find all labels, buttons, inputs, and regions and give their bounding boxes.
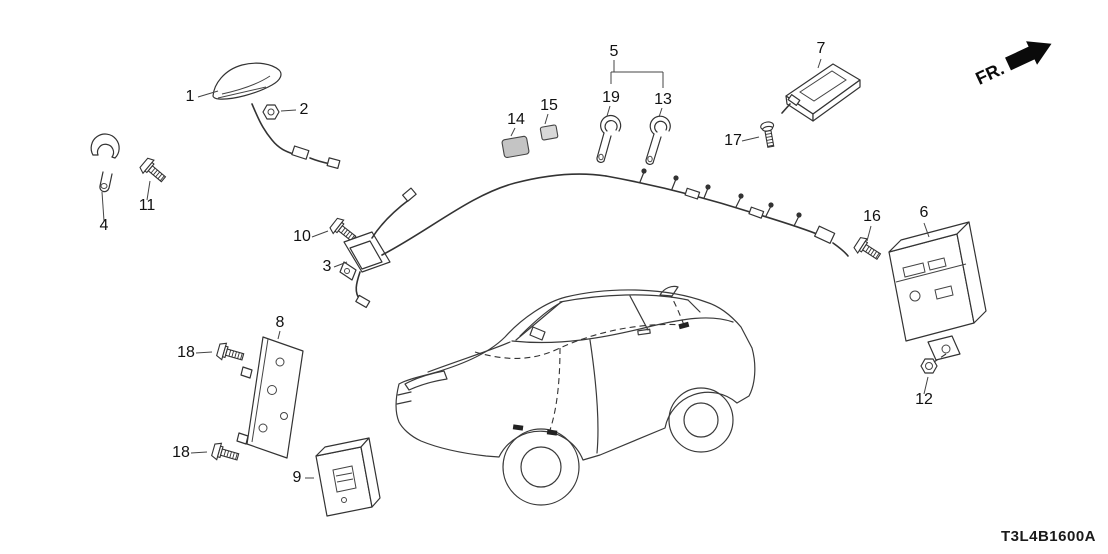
cushion-pad-15 (539, 124, 559, 141)
callout-5: 5 (610, 43, 619, 60)
screw-18-upper (215, 341, 246, 366)
callout-8: 8 (276, 314, 285, 331)
grounding-clips (512, 321, 690, 436)
headlight (404, 370, 448, 391)
door-handle (637, 328, 651, 336)
module-top-connector (401, 187, 417, 202)
callout-11: 11 (139, 197, 156, 214)
clamp-13 (645, 115, 671, 165)
callout-18b: 18 (172, 444, 190, 461)
antenna-amplifier (339, 187, 417, 309)
callout-9: 9 (293, 469, 302, 486)
bolt-11 (137, 155, 170, 187)
antenna-nut (262, 104, 280, 120)
callout-12: 12 (915, 391, 933, 408)
car-outline (395, 285, 756, 506)
harness-clips (639, 168, 802, 227)
antenna-plug (326, 157, 341, 170)
callout-6: 6 (920, 204, 929, 221)
mounting-bracket (236, 336, 304, 459)
screw-16 (852, 234, 884, 265)
front-wheel (502, 428, 580, 506)
gps-antenna (781, 63, 861, 122)
harness-end-connector (814, 225, 836, 244)
fr-direction: FR. (972, 41, 1052, 89)
control-unit (315, 437, 381, 517)
callout-15: 15 (540, 97, 558, 114)
cable-route-dashed (474, 323, 686, 359)
callout-7: 7 (817, 40, 826, 57)
roof-antenna-on-car (659, 285, 679, 297)
roof-antenna (212, 62, 341, 170)
callout-14: 14 (507, 111, 525, 128)
callout-4: 4 (100, 217, 109, 234)
cushion-pad-14 (501, 135, 530, 159)
harness-splice (748, 206, 765, 219)
callout-2: 2 (300, 101, 309, 118)
callout-10: 10 (293, 228, 311, 245)
callout-16: 16 (863, 208, 881, 225)
tuner-unit (888, 221, 987, 361)
fr-arrow-icon (1005, 41, 1052, 71)
side-mirror (529, 326, 546, 341)
callout-1: 1 (186, 88, 195, 105)
leader-lines (101, 58, 930, 479)
screw-17 (759, 120, 778, 149)
diagram-code: T3L4B1600A (1001, 528, 1096, 545)
callout-18a: 18 (177, 344, 195, 361)
fr-label: FR. (972, 58, 1007, 88)
harness-splice (684, 187, 701, 200)
callout-3: 3 (323, 258, 332, 275)
clamp-4 (90, 133, 120, 193)
module-pigtail-connector (355, 294, 371, 309)
nut-12 (920, 353, 947, 374)
tuner-bracket-tab (927, 335, 961, 361)
antenna-feeder-harness (381, 168, 849, 257)
callout-19: 19 (602, 89, 620, 106)
clamp-19 (596, 114, 622, 163)
rear-wheel (668, 387, 734, 453)
callout-13: 13 (654, 91, 672, 108)
screw-18-lower (210, 441, 241, 466)
callout-17: 17 (724, 132, 742, 149)
antenna-inline-connector (291, 145, 310, 160)
